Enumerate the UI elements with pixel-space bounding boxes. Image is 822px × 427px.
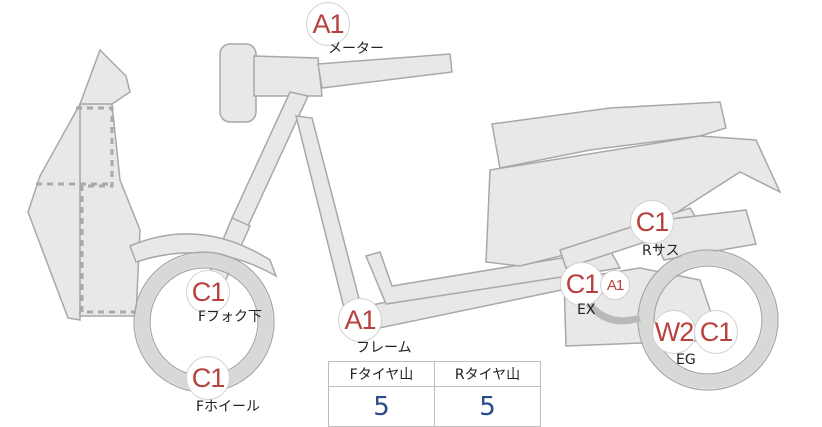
front-fork-label: Fフォク下 (198, 309, 263, 325)
rear-cowl (485, 135, 782, 267)
front-body (79, 103, 141, 317)
headlight (219, 43, 257, 123)
frame-grade-badge: A1 (338, 298, 382, 342)
rear-suspension-grade-badge: C1 (630, 200, 674, 244)
engine-label: EG (676, 352, 696, 368)
tire-tread-table: Fタイヤ山 Rタイヤ山 5 5 (328, 361, 541, 427)
frame-label: フレーム (356, 340, 412, 356)
front-tire-header: Fタイヤ山 (328, 361, 435, 387)
front-wheel-grade-badge: C1 (186, 356, 230, 400)
engine-grade-badge: W2 (652, 310, 696, 354)
meter-label: メーター (328, 41, 384, 57)
front-legshield (27, 48, 131, 321)
rear-wheel (639, 251, 777, 389)
rear-suspension-label: Rサス (642, 243, 680, 259)
frame-tube (295, 115, 365, 325)
meter-grade-badge: A1 (306, 2, 350, 46)
rear-tire-header: Rタイヤ山 (434, 361, 541, 387)
front-tire-value: 5 (328, 386, 435, 427)
rear-tire-value: 5 (434, 386, 541, 427)
exhaust-label: EX (577, 302, 596, 318)
handlebar (317, 53, 453, 89)
exhaust-grade-badge-small: A1 (600, 270, 630, 300)
handle-stem (253, 55, 323, 97)
dashed-outline (76, 106, 136, 314)
front-fork-grade-badge: C1 (186, 270, 230, 314)
engine-grade-badge-2: C1 (694, 310, 738, 354)
seat (491, 101, 727, 169)
exhaust-grade-badge: C1 (560, 262, 604, 306)
front-wheel-label: Fホイール (196, 399, 261, 415)
front-fender (129, 233, 278, 278)
